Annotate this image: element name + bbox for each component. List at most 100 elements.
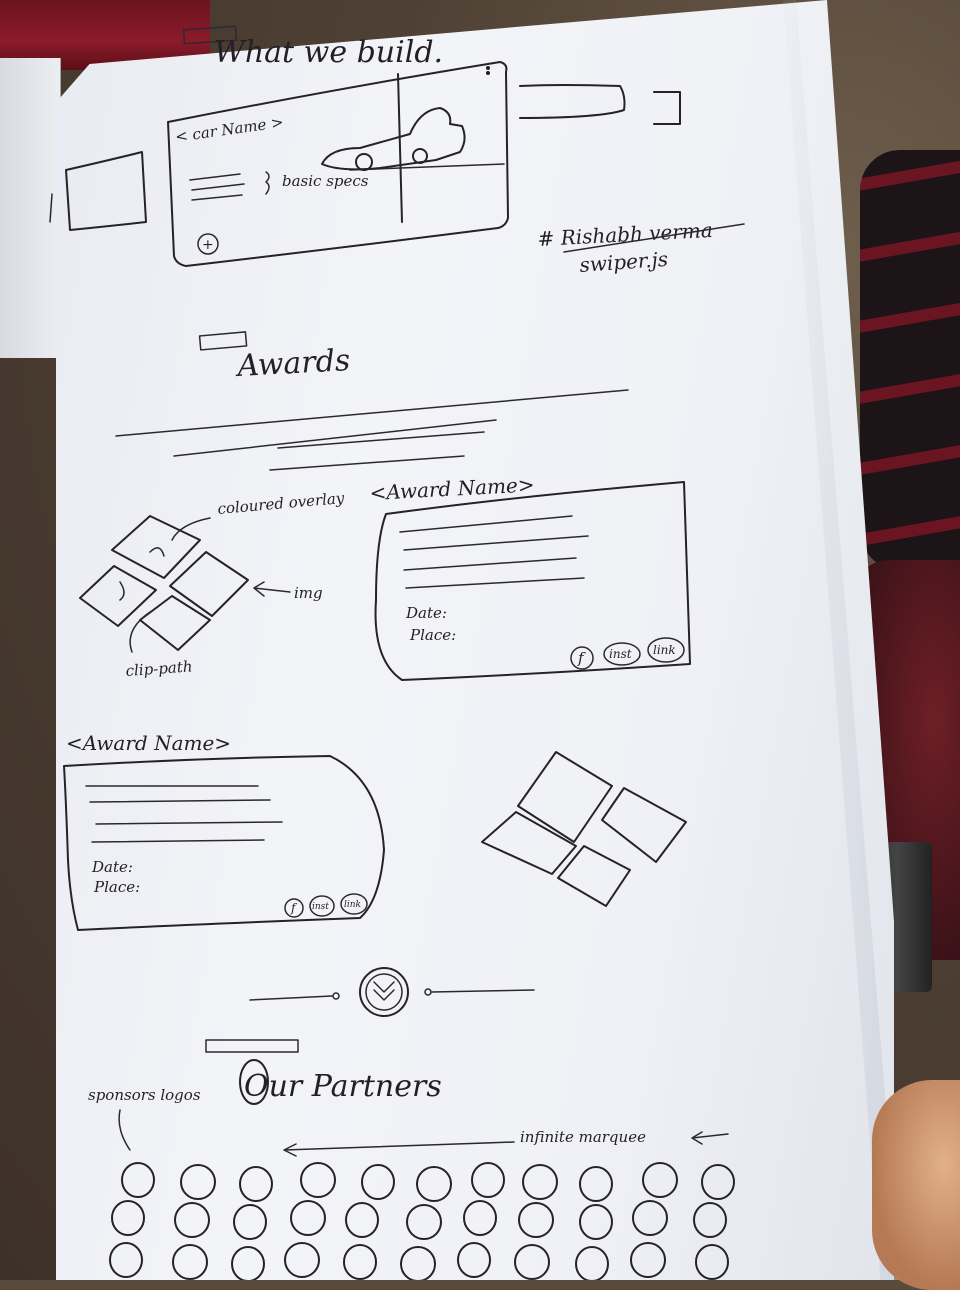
awards-section: Awards coloured overlay img clip-path <A… <box>63 331 691 1017</box>
what-we-build-title: What we build. <box>214 35 443 70</box>
spec-line-3 <box>191 194 243 201</box>
collage-tile-right <box>169 551 249 617</box>
awards-title: Awards <box>234 343 352 384</box>
add-icon-glyph: + <box>202 237 214 253</box>
award-card-2-title: <Award Name> <box>66 731 231 755</box>
library-label: swiper.js <box>579 247 669 277</box>
spec-brace <box>265 171 270 195</box>
partner-logo-circle <box>457 1242 491 1278</box>
thumb <box>872 1080 960 1290</box>
award-card-1-line-1 <box>399 515 573 533</box>
partner-logo-circle <box>109 1242 143 1278</box>
img-pointer <box>253 581 291 597</box>
card-dot-2 <box>486 71 490 75</box>
awards-line-1 <box>115 389 629 437</box>
partner-logo-circle <box>361 1164 395 1200</box>
awards-line-2 <box>173 419 497 457</box>
partners-title: Our Partners <box>244 1069 442 1104</box>
scroll-dot-right <box>424 988 432 996</box>
partner-logo-circle <box>400 1246 436 1280</box>
scroll-dot-left <box>332 992 340 1000</box>
partners-section: Our Partners sponsors logos infinite mar… <box>88 1039 735 1280</box>
partner-logo-circle <box>406 1204 442 1240</box>
chevron-down-icon <box>373 981 395 1001</box>
partner-logo-circle <box>300 1162 336 1198</box>
image-collage-1 <box>79 515 249 651</box>
partner-logo-circle <box>239 1166 273 1202</box>
partner-logo-circle <box>172 1244 208 1280</box>
prev-slide <box>65 151 147 231</box>
car-wheel-rear <box>412 148 428 164</box>
partner-logo-circle <box>632 1200 668 1236</box>
award-card-2 <box>63 755 385 931</box>
notebook-page <box>56 0 894 1280</box>
partner-logo-circle <box>463 1200 497 1236</box>
card-dot-1 <box>486 66 490 70</box>
collage-tile-bottom <box>139 595 211 651</box>
award-card-2-facebook-icon <box>284 898 304 918</box>
award-card-1-linkedin-label: link <box>653 643 676 657</box>
partner-logo-circle <box>522 1164 558 1200</box>
partner-logo-circle <box>231 1246 265 1280</box>
partner-logo-circle <box>284 1242 320 1278</box>
partner-logo-circle <box>693 1202 727 1238</box>
credit-label: # Rishabh verma <box>537 218 713 251</box>
award-card-1-place: Place: <box>409 626 456 644</box>
car-wheel-front <box>355 153 373 171</box>
prev-slide-edge <box>49 193 53 223</box>
collage-overlay-mark-2 <box>119 581 125 601</box>
award-card-1-line-4 <box>405 577 585 589</box>
scroll-line-right <box>431 989 535 993</box>
next-slide-2 <box>653 91 681 125</box>
collage-2-tile-left <box>517 751 613 843</box>
award-card-1-linkedin-icon <box>647 637 685 663</box>
award-card-1-line-2 <box>403 535 589 551</box>
striped-sleeve <box>860 150 960 570</box>
partner-logo-circle <box>579 1166 613 1202</box>
scroll-line-left <box>249 995 333 1001</box>
partner-logo-circle <box>695 1244 729 1280</box>
partner-logo-circle <box>345 1202 379 1238</box>
award-card-1-line-3 <box>403 557 577 571</box>
collage-2-tile-bottom-left <box>481 811 577 875</box>
clip-path-label: clip-path <box>125 657 193 680</box>
partner-logo-circle <box>121 1162 155 1198</box>
marquee-arrow-right <box>691 1131 729 1145</box>
partner-logo-circle <box>701 1164 735 1200</box>
sponsors-logos-label: sponsors logos <box>88 1086 201 1104</box>
partner-logo-circle <box>630 1242 666 1278</box>
partner-logo-circle <box>416 1166 452 1202</box>
awards-heading-marker <box>198 331 248 351</box>
collage-2-tile-bottom <box>557 845 631 907</box>
marquee-arrow-left <box>283 1141 515 1157</box>
partner-logo-grid <box>109 1162 735 1280</box>
award-card-2-facebook-label: f <box>290 901 298 915</box>
img-label: img <box>294 584 323 602</box>
award-card-1-instagram-icon <box>603 642 641 666</box>
scroll-down-ring <box>365 973 403 1011</box>
partners-initial-circle <box>239 1059 269 1105</box>
car-card <box>167 61 509 267</box>
award-card-2-line-4 <box>91 839 265 843</box>
marquee-label: infinite marquee <box>520 1128 646 1146</box>
overlay-pointer <box>171 517 211 541</box>
car-drawing <box>321 107 466 171</box>
collage-2-tile-right <box>601 787 687 863</box>
partner-logo-circle <box>471 1162 505 1198</box>
award-card-1-date: Date: <box>405 604 447 622</box>
collage-tile-top <box>111 515 201 579</box>
awards-line-4 <box>269 455 465 471</box>
heading-marker <box>182 25 238 45</box>
partner-logo-circle <box>233 1204 267 1240</box>
partner-logo-circle <box>343 1244 377 1280</box>
what-we-build-section: What we build. < car Name > basic specs … <box>49 25 745 277</box>
spec-line-2 <box>191 183 245 191</box>
clip-pointer <box>129 611 151 653</box>
award-card-2-instagram-label: inst <box>312 902 329 912</box>
award-card-2-linkedin-icon <box>340 893 368 915</box>
partner-logo-circle <box>642 1162 678 1198</box>
partner-logo-circle <box>575 1246 609 1280</box>
award-card-1-instagram-label: inst <box>609 647 632 661</box>
award-card-2-place: Place: <box>93 878 140 896</box>
award-card-2-date: Date: <box>91 858 133 876</box>
